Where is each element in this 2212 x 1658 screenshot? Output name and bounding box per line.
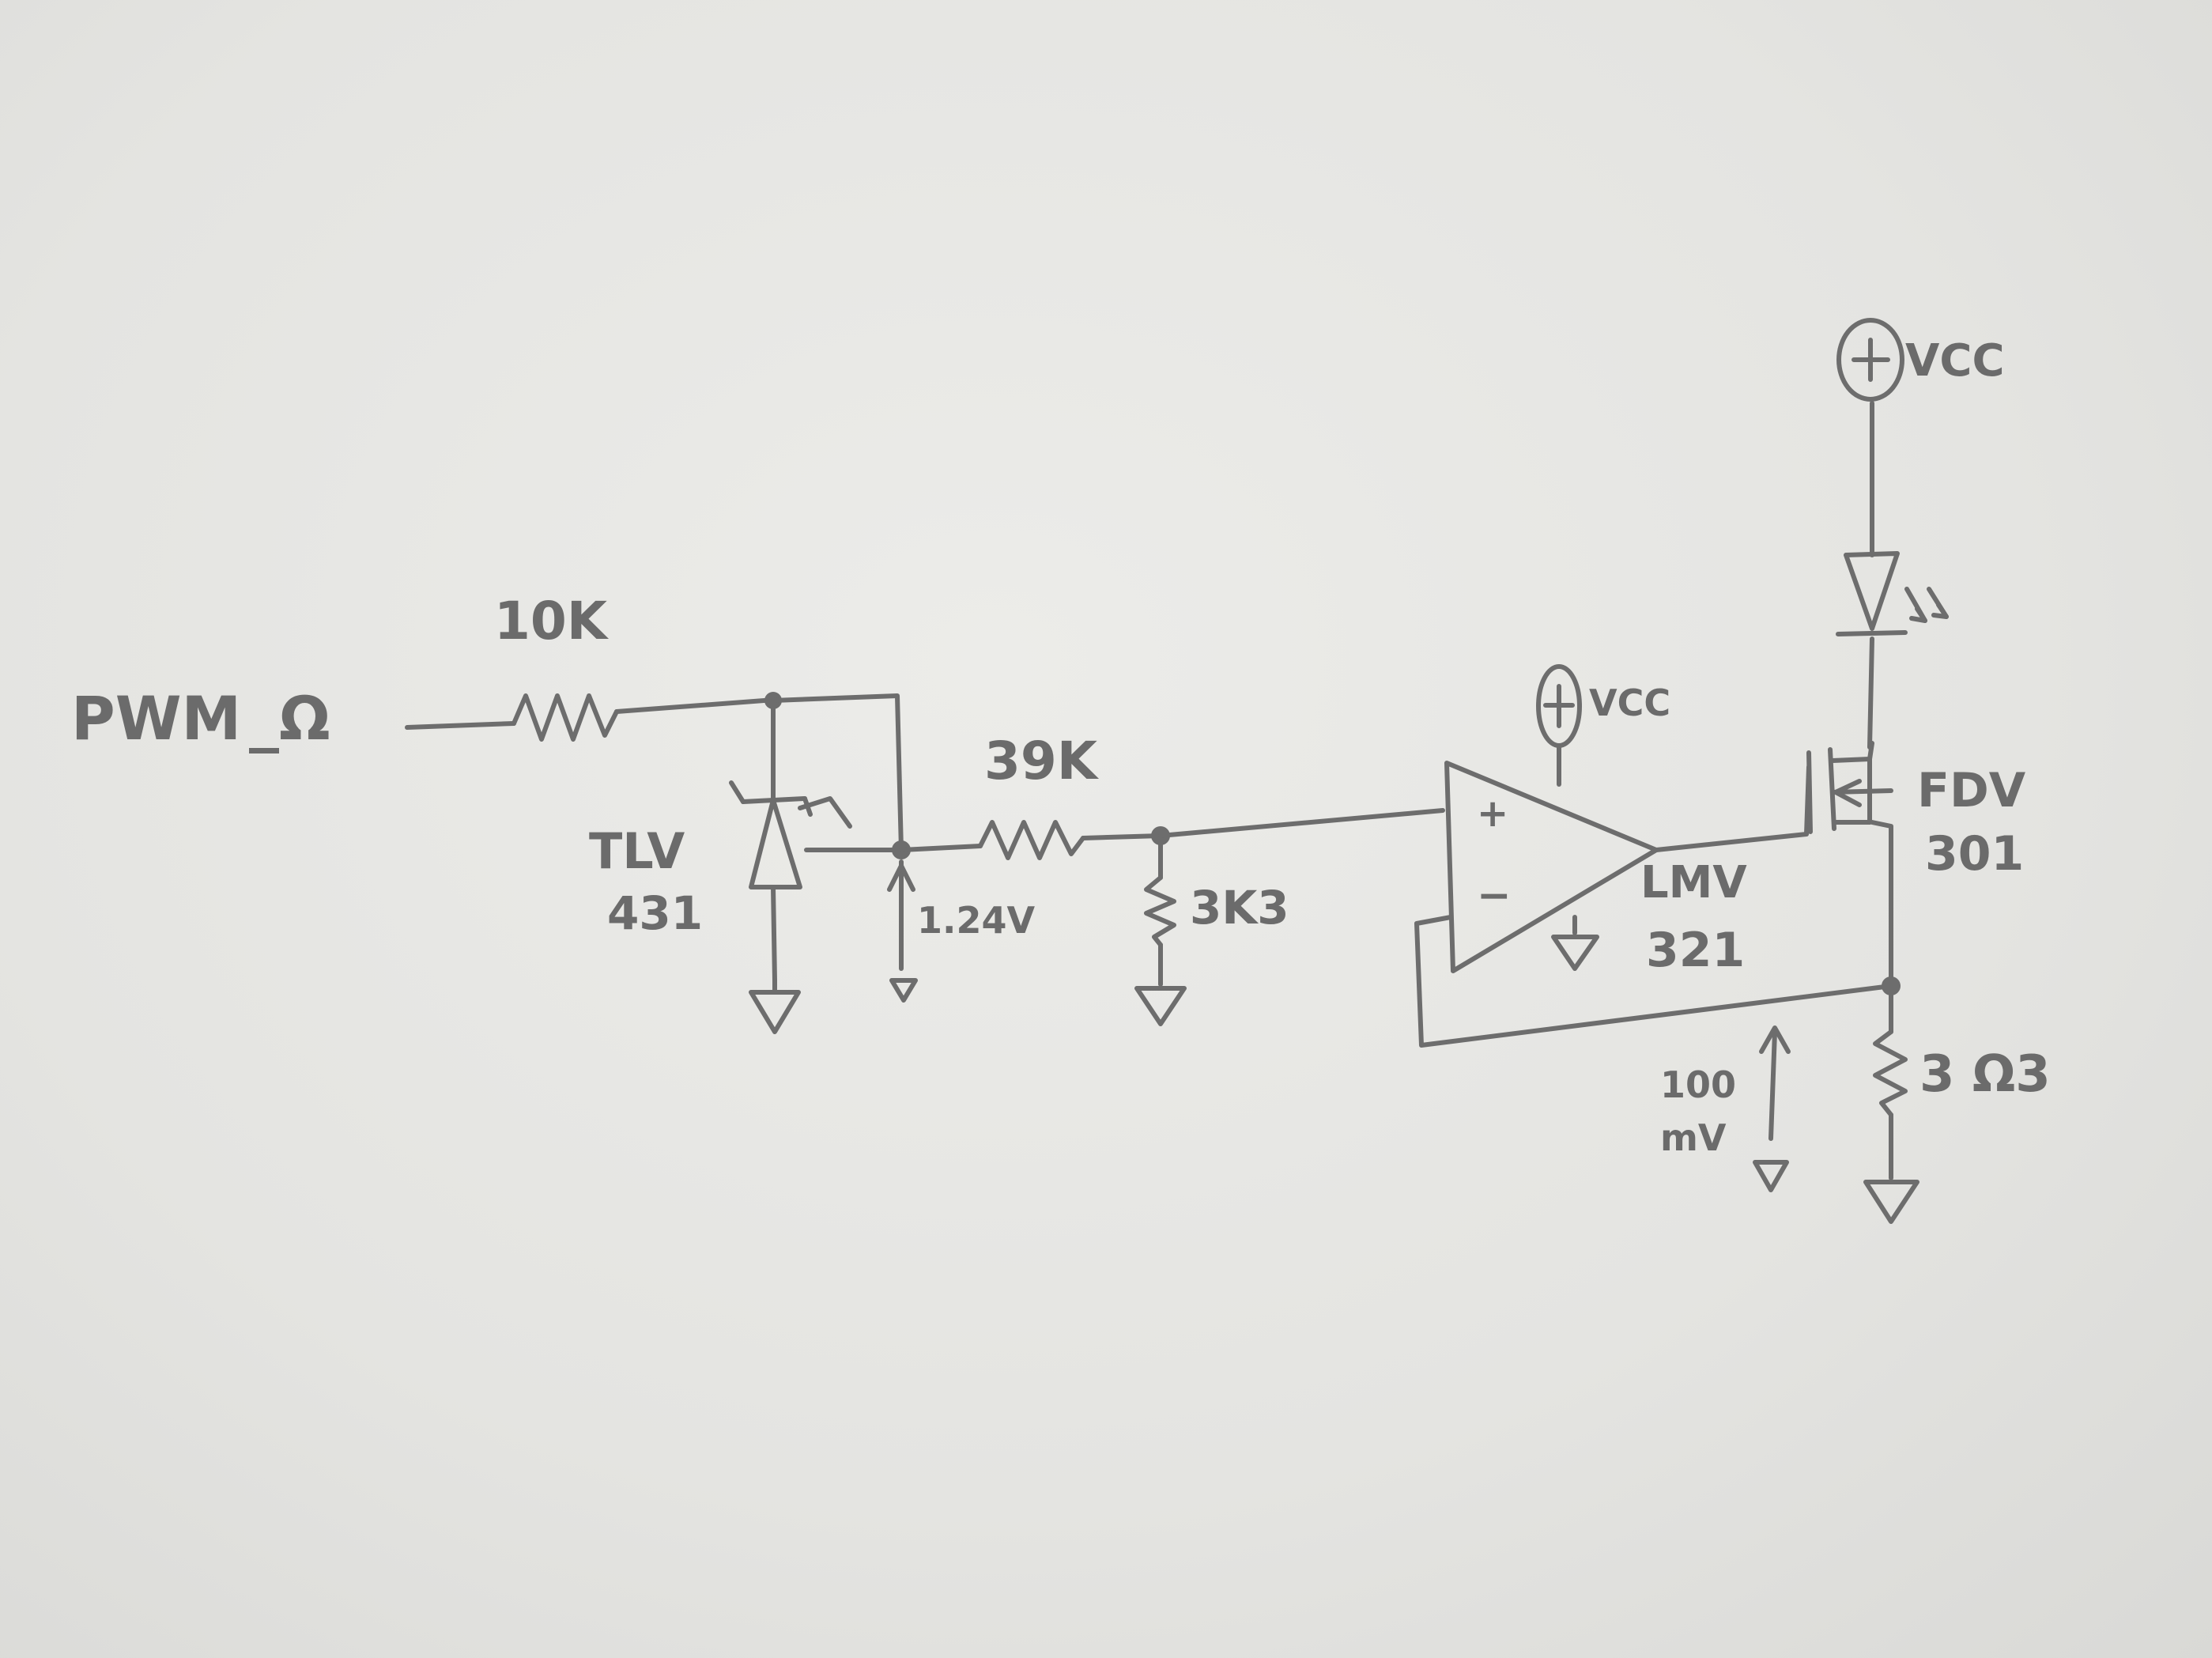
ground-symbol-sense [1863,1180,1919,1224]
mosfet-label-line1: FDV [1917,763,2026,818]
voltage-arrow-sense [1753,1025,1791,1192]
supply-label: VCC [1905,335,2005,387]
resistor-sense [1873,1029,1908,1117]
supply-terminal [1836,318,1904,402]
resistor-3k3 [1144,875,1176,947]
wire-to-opamp-plus [1158,808,1445,838]
wire-opamp-to-gate [1654,765,1811,852]
resistor-39k [978,820,1085,860]
wire-feedback-to-minus [1414,915,1893,1048]
tlv431-reference-symbol [729,780,852,983]
input-wire [405,721,516,730]
mosfet-fdv301-symbol [1806,741,1893,834]
mosfet-label-line2: 301 [1925,826,2024,882]
ground-symbol-opamp [1551,915,1599,971]
ground-symbol-reference [749,978,801,1034]
sense-voltage-label-line1: 100 [1660,1063,1736,1106]
pwm-waveform-glyph: _Ω [249,683,330,753]
resistor-10k [511,693,619,742]
led-symbol [1836,551,1949,636]
resistor-39k-label: 39K [984,731,1100,791]
opamp-supply-terminal [1536,664,1582,748]
opamp-lmv321-symbol [1444,761,1659,973]
wire-to-node-a [614,697,777,714]
wire-to-node-b [1081,833,1163,840]
wire-feedback-loop [771,693,904,852]
wire-to-39k [899,844,983,852]
resistor-10k-label: 10K [494,591,610,651]
opamp-supply-label: VCC [1589,682,1670,724]
resistor-sense-label: 3 Ω3 [1919,1045,2051,1104]
opamp-label-line1: LMV [1640,857,1747,908]
sense-voltage-label-line2: mV [1660,1116,1727,1159]
pwm-label: PWM [71,683,241,753]
tlv431-label-line2: 431 [607,886,703,940]
wire-source-to-sense [1870,820,1893,988]
reference-voltage-label: 1.24V [917,899,1035,942]
wire-drain-to-led [1867,636,1874,750]
tlv431-label-line1: TLV [589,822,685,880]
opamp-label-line2: 321 [1646,923,1745,978]
voltage-arrow-reference [887,859,918,1003]
opamp-plus-sign: + [1477,791,1508,836]
ground-symbol-divider [1134,986,1187,1026]
opamp-minus-sign: − [1477,872,1512,920]
resistor-3k3-label: 3K3 [1190,881,1289,935]
